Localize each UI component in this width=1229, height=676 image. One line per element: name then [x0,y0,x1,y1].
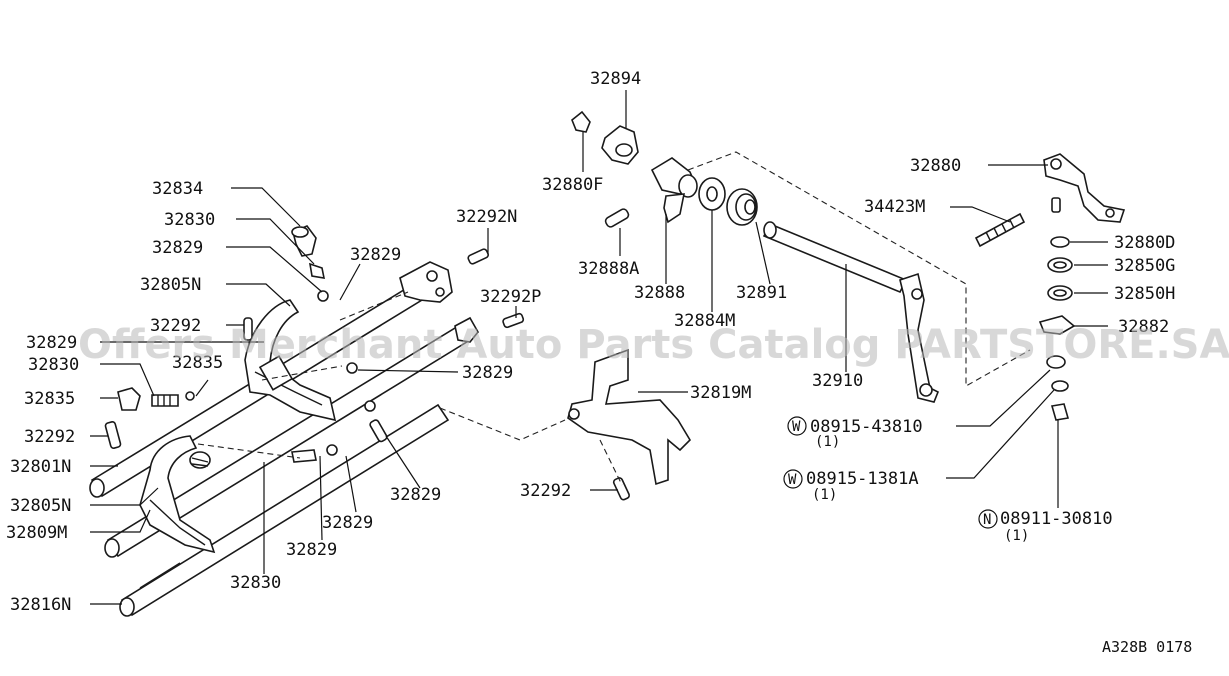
label-32884M: 32884M [674,311,735,331]
label-32835-mid: 32835 [172,353,223,373]
label-32829-low1: 32829 [390,485,441,505]
qty-08915-1381A: (1) [812,487,837,503]
diagram-code: A328B 0178 [1102,638,1192,656]
label-32834: 32834 [152,179,203,199]
label-32292P: 32292P [480,287,541,307]
label-32829-low3: 32829 [286,540,337,560]
label-32829-top: 32829 [152,238,203,258]
shift-housing [604,157,758,228]
bracket-32880 [1043,153,1126,223]
pin-32292-mid [369,419,388,443]
stud [1051,197,1061,213]
assembly-lines-center [687,151,1031,387]
label-32829-mid: 32829 [462,363,513,383]
assembly-lines-left [197,291,623,486]
boot-32894 [571,110,639,165]
pin-32888A [604,208,630,228]
label-32880F: 32880F [542,175,603,195]
label-32292-right: 32292 [520,481,571,501]
qty-08911-30810: (1) [1004,528,1029,544]
label-32829-rod: 32829 [350,245,401,265]
rod-groove [139,562,181,589]
shift-block [399,261,453,303]
interlock-block [454,316,479,343]
label-32816N: 32816N [10,595,71,615]
pin-32292P [502,312,525,329]
washer-marker-icon [787,416,807,436]
label-32880D: 32880D [1114,233,1175,253]
label-32894: 32894 [590,69,641,89]
pin-32292-top [243,317,253,341]
spring-32830-left [151,394,179,407]
plug-32835 [117,387,141,411]
label-32882: 32882 [1118,317,1169,337]
spring-34423M [974,212,1026,248]
marker-w2: W [788,472,797,488]
rod-end-middle [104,538,120,558]
label-08915-43810: 08915-43810 [810,417,923,437]
label-08915-1381A: 08915-1381A [806,469,919,489]
watermark: Offers Merchant Auto Parts Catalog PARTS… [78,322,1229,368]
washer-32880D [1050,236,1070,248]
shift-lever-32819M [567,348,692,486]
pin-32292-right [612,477,630,501]
callout-08915-1381A: W 08915-1381A (1) [783,469,919,503]
callout-08915-43810: W 08915-43810 (1) [787,416,923,450]
label-32292-top: 32292 [150,316,201,336]
leader-lines [90,90,1108,605]
rod-end-lower [119,597,135,617]
marker-w1: W [792,419,801,435]
pin-32292-left [104,421,122,449]
nut [1050,403,1070,421]
label-32850H: 32850H [1114,284,1175,304]
shift-fork-upper [244,299,337,422]
label-32829-left: 32829 [26,333,77,353]
label-32910: 32910 [812,371,863,391]
washers-right [1038,236,1076,421]
label-32830-top: 32830 [164,210,215,230]
part-labels: 32894 32880F 32880 34423M 32880D 32850G … [6,69,1175,615]
bushing-32880F [571,110,591,133]
label-32891: 32891 [736,283,787,303]
label-32830-left: 32830 [28,355,79,375]
nut-marker-icon [978,509,998,529]
label-32888A: 32888A [578,259,639,279]
shift-shaft-32910 [762,221,940,403]
label-08911-30810: 08911-30810 [1000,509,1113,529]
pin-32292N [467,248,489,265]
lever-32888 [663,193,685,224]
marker-n1: N [983,512,991,528]
qty-08915-43810: (1) [815,434,840,450]
label-32850G: 32850G [1114,256,1175,276]
label-32819M: 32819M [690,383,751,403]
label-32292N: 32292N [456,207,517,227]
label-32805N-top: 32805N [140,275,201,295]
shift-fork-lower [139,435,216,554]
spring-32830-lower [291,449,317,463]
label-32805N-bottom: 32805N [10,496,71,516]
label-32880: 32880 [910,156,961,176]
label-32888: 32888 [634,283,685,303]
label-32801N: 32801N [10,457,71,477]
rod-end-upper [89,478,105,498]
label-32835-left: 32835 [24,389,75,409]
callout-08911-30810: N 08911-30810 (1) [978,509,1113,544]
spring-32830-top [308,262,326,279]
label-32292-left: 32292 [24,427,75,447]
label-32829-low2: 32829 [322,513,373,533]
label-32809M: 32809M [6,523,67,543]
washer-marker-icon [783,469,803,489]
label-32830-low: 32830 [230,573,281,593]
plate-32882 [1038,315,1076,335]
label-34423M: 34423M [864,197,925,217]
